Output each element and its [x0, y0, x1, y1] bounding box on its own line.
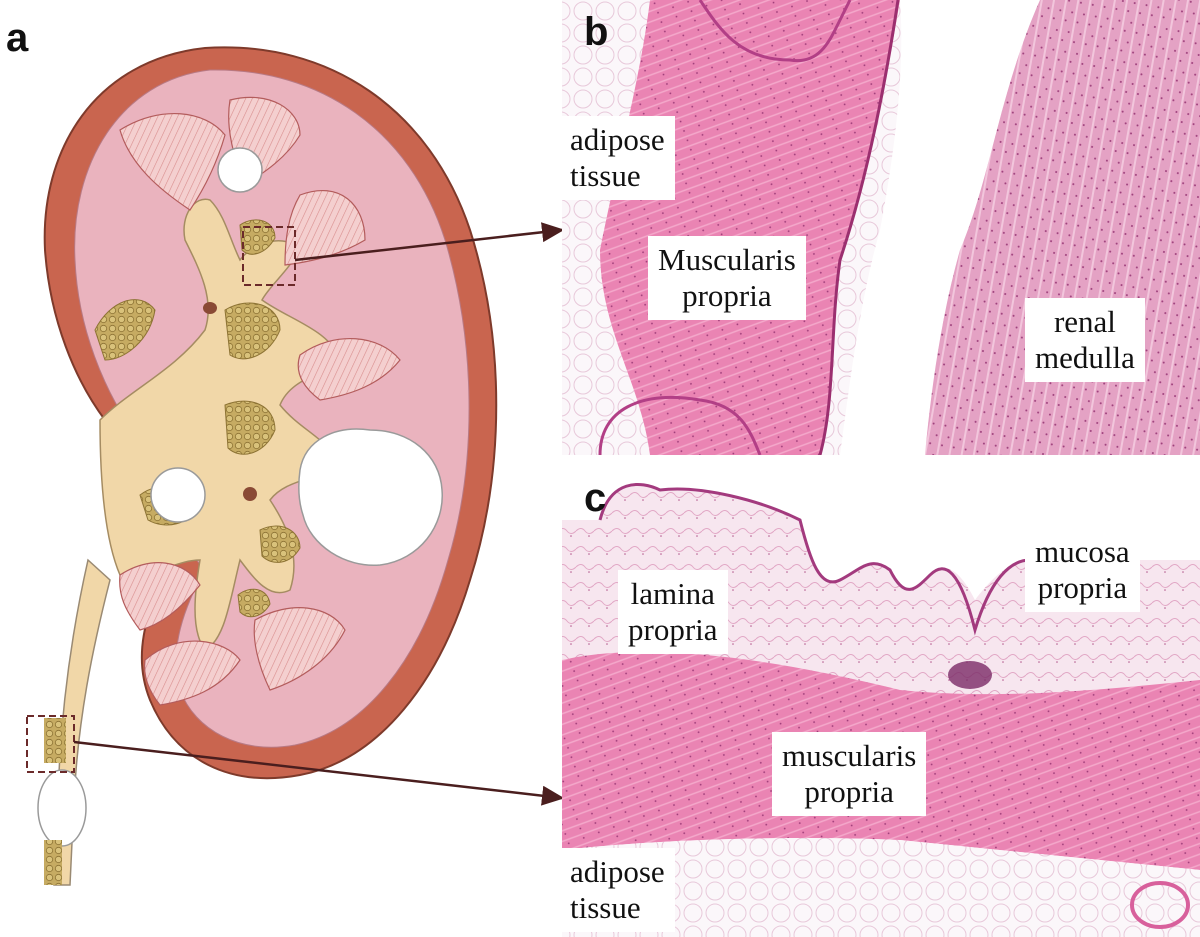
- label-b-adipose-tissue: adipose tissue: [560, 116, 675, 200]
- label-c-mucosa-propria: mucosa propria: [1025, 528, 1140, 612]
- label-c-adipose-tissue: adipose tissue: [560, 848, 675, 932]
- kidney-illustration: [37, 46, 498, 886]
- label-b-renal-medulla: renal medulla: [1025, 298, 1145, 382]
- label-c-muscularis-propria: muscularis propria: [772, 732, 927, 816]
- leader-arrow-to-b: [294, 222, 565, 262]
- histology-panel-b: [562, 0, 1200, 456]
- renal-pyramids: [119, 96, 401, 706]
- vessel-dot: [203, 302, 217, 314]
- dashed-box-upper: [242, 226, 296, 286]
- dashed-box-lower: [26, 715, 75, 773]
- ureter-fat: [44, 840, 62, 885]
- panel-letter-a: a: [6, 16, 29, 60]
- panel-letter-b: b: [584, 10, 609, 54]
- panel-separator: [562, 455, 1200, 470]
- leader-arrow-to-c: [73, 740, 565, 806]
- vessel-dot: [243, 487, 257, 501]
- label-c-lamina-propria: lamina propria: [618, 570, 728, 654]
- panel-letter-c: c: [584, 476, 607, 520]
- kidney-stones: [37, 147, 443, 847]
- ureter-fat: [44, 718, 66, 763]
- label-b-muscularis-propria: Muscularis propria: [648, 236, 806, 320]
